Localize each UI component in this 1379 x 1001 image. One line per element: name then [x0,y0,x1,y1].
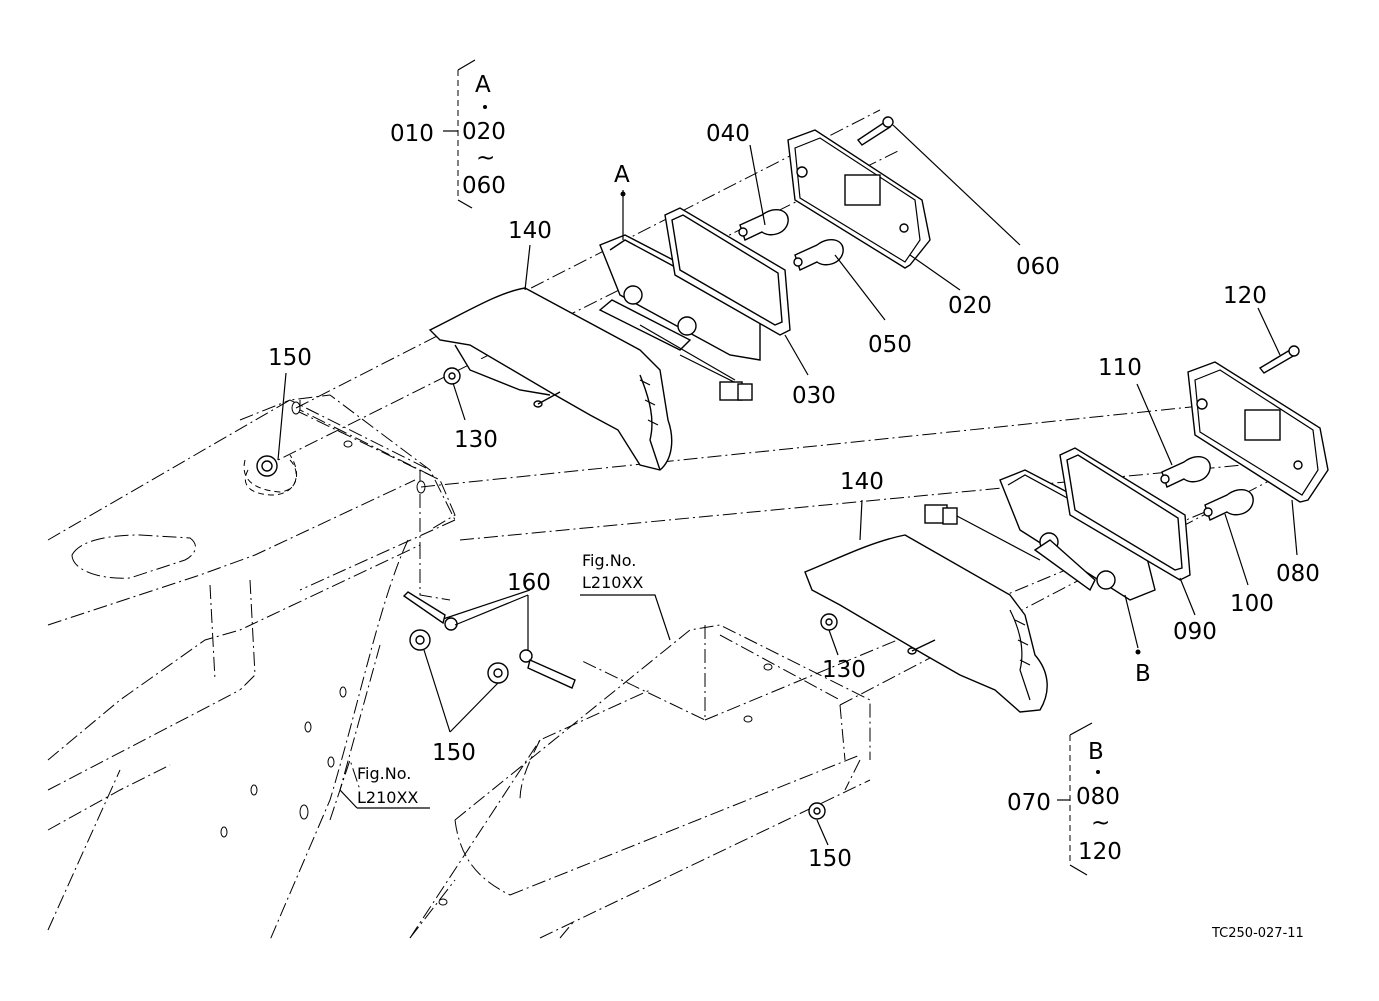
callout-040: 040 [706,121,750,147]
group-from-080: 080 [1076,784,1120,810]
fender-mounting-holes [220,440,773,906]
fender-body-outline [47,394,456,941]
callout-160: 160 [507,570,551,596]
callout-140-lower: 140 [840,469,884,495]
callout-010: 010 [390,121,434,147]
lower-lamp-gasket-090 [1059,447,1191,581]
upper-lamp-gasket-030 [664,207,791,336]
callout-060: 060 [1016,254,1060,280]
fig-ref-upper-line1: Fig.No. [582,551,636,570]
group-marker-a: A [475,72,491,98]
callout-080: 080 [1276,561,1320,587]
reflector-plate-160 [402,591,576,689]
lower-bulb-110 [1160,455,1211,488]
marker-a: A [614,162,630,188]
lower-lamp-bracket-140 [804,534,1048,713]
callout-050: 050 [868,332,912,358]
lower-screw-120 [1258,345,1300,374]
upper-nut-130 [443,367,461,385]
callout-100: 100 [1230,591,1274,617]
upper-lamp-connector [719,381,753,401]
upper-nut-150 [244,455,297,496]
callout-130-lower: 130 [822,657,866,683]
callout-150-lower: 150 [808,846,852,872]
fig-ref-lower-line1: Fig.No. [357,764,411,783]
upper-screw-060 [856,116,894,146]
lower-nut-130 [820,613,838,631]
assembly-bracket-010 [443,59,487,209]
leader-lines [277,124,1298,846]
callout-150-pair: 150 [432,740,476,766]
upper-bulb-040 [738,208,789,241]
callout-labels: 010 A 020 ~ 060 070 B 080 ~ 120 040 A 14… [268,72,1320,941]
lower-bulb-100 [1203,488,1254,521]
callout-090: 090 [1173,619,1217,645]
drawing-number: TC250-027-11 [1211,926,1304,941]
group-range-symbol: ~ [476,145,495,171]
callout-150-upper: 150 [268,345,312,371]
lower-lamp-connector [924,504,1041,561]
callout-020: 020 [948,293,992,319]
upper-lens-020 [787,129,931,269]
lower-lamp-housing [999,469,1156,601]
callout-130-upper: 130 [454,427,498,453]
callout-110: 110 [1098,355,1142,381]
lower-nut-150 [808,802,826,820]
assembly-bracket-070 [1057,722,1100,876]
upper-bulb-050 [793,238,844,271]
callout-070: 070 [1007,790,1051,816]
explosion-center-lines [261,109,1296,721]
callout-030: 030 [792,383,836,409]
fig-ref-upper-line2: L210XX [582,573,643,592]
lower-fender-outline [409,624,871,939]
group-from-020: 020 [462,119,506,145]
lower-lens-080 [1187,361,1329,503]
nut-pair-150 [409,629,509,684]
marker-b: B [1135,661,1151,687]
group-to-120: 120 [1078,839,1122,865]
callout-120: 120 [1223,283,1267,309]
group-range-symbol-b: ~ [1091,810,1110,836]
callout-140-upper: 140 [508,218,552,244]
upper-fender-bracket [239,399,441,494]
fig-ref-lower-line2: L210XX [357,788,418,807]
group-to-060: 060 [462,173,506,199]
group-marker-b: B [1088,739,1104,765]
upper-lamp-bracket-140 [428,287,673,471]
